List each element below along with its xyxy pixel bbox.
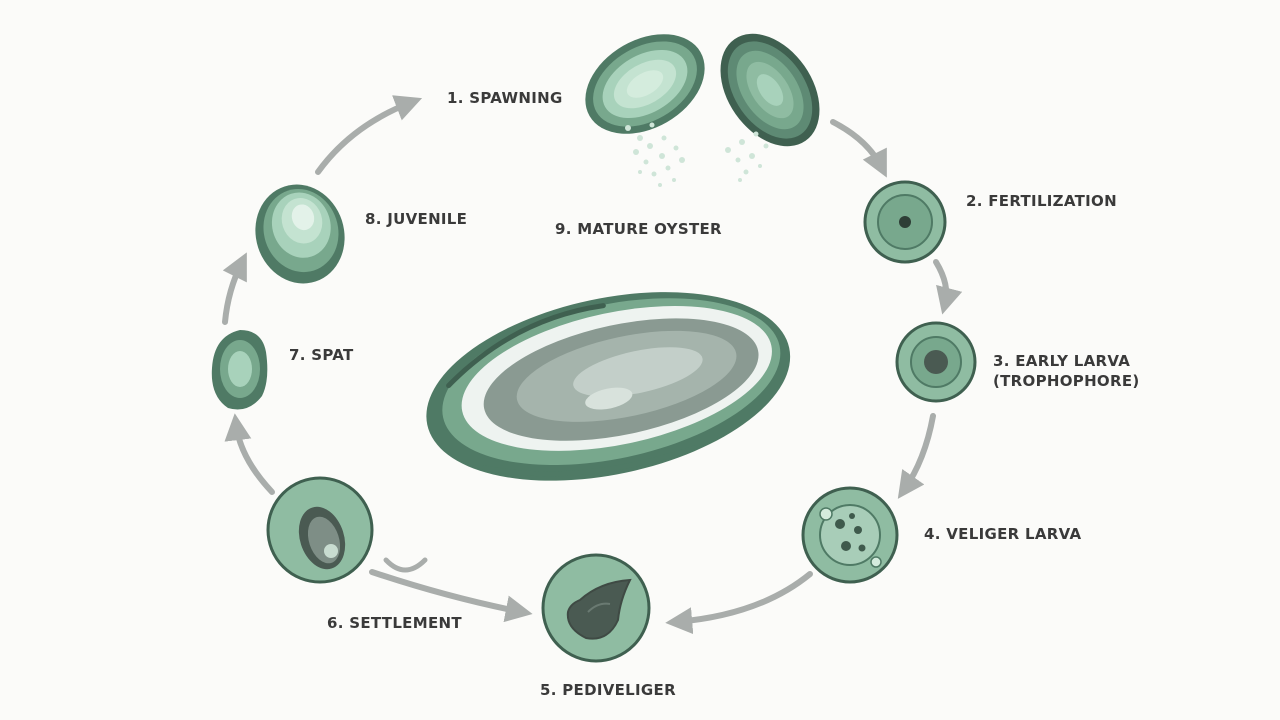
spawning-illustration xyxy=(585,33,820,187)
arrow-settlement-to-spat xyxy=(224,413,275,495)
left-spawning-oyster-icon xyxy=(585,34,705,134)
arrow-spat-to-juvenile xyxy=(222,252,247,325)
fertilization-egg-icon xyxy=(863,180,947,264)
early-larva-cell-icon xyxy=(895,321,977,403)
arrow-settlement-to-pediveliger xyxy=(369,569,533,623)
pediveliger-cell-icon xyxy=(541,553,651,663)
label-early-larva: 3. EARLY LARVA (TROPHOPHORE) xyxy=(993,351,1140,391)
arrow-early-larva-to-veliger xyxy=(897,413,936,499)
mature-oyster-icon xyxy=(426,292,791,481)
label-pediveliger: 5. PEDIVELIGER xyxy=(540,681,676,699)
arrow-juvenile-to-spawning xyxy=(315,95,423,175)
label-spawning: 1. SPAWNING xyxy=(447,89,563,107)
arrow-spawning-to-fertilization xyxy=(830,119,887,178)
arrow-fertilization-to-early-larva xyxy=(933,259,963,315)
label-veliger-larva: 4. VELIGER LARVA xyxy=(924,525,1082,543)
juvenile-oyster-icon xyxy=(255,184,345,284)
label-early-larva-title: 3. EARLY LARVA xyxy=(993,352,1131,370)
veliger-larva-cell-icon xyxy=(801,486,899,584)
label-juvenile: 8. JUVENILE xyxy=(365,210,468,228)
gamete-particles xyxy=(625,122,769,187)
label-fertilization: 2. FERTILIZATION xyxy=(966,192,1117,210)
settlement-cell-icon xyxy=(266,476,374,584)
label-early-larva-subtitle: (TROPHOPHORE) xyxy=(993,372,1140,390)
arrow-veliger-to-pediveliger xyxy=(665,571,813,635)
label-mature-oyster: 9. MATURE OYSTER xyxy=(555,220,722,238)
right-spawning-oyster-icon xyxy=(720,33,820,147)
settlement-hook-mark xyxy=(383,557,428,573)
spat-icon xyxy=(211,330,268,410)
label-settlement: 6. SETTLEMENT xyxy=(327,614,462,632)
cycle-arrows xyxy=(222,95,963,635)
label-spat: 7. SPAT xyxy=(289,346,354,364)
